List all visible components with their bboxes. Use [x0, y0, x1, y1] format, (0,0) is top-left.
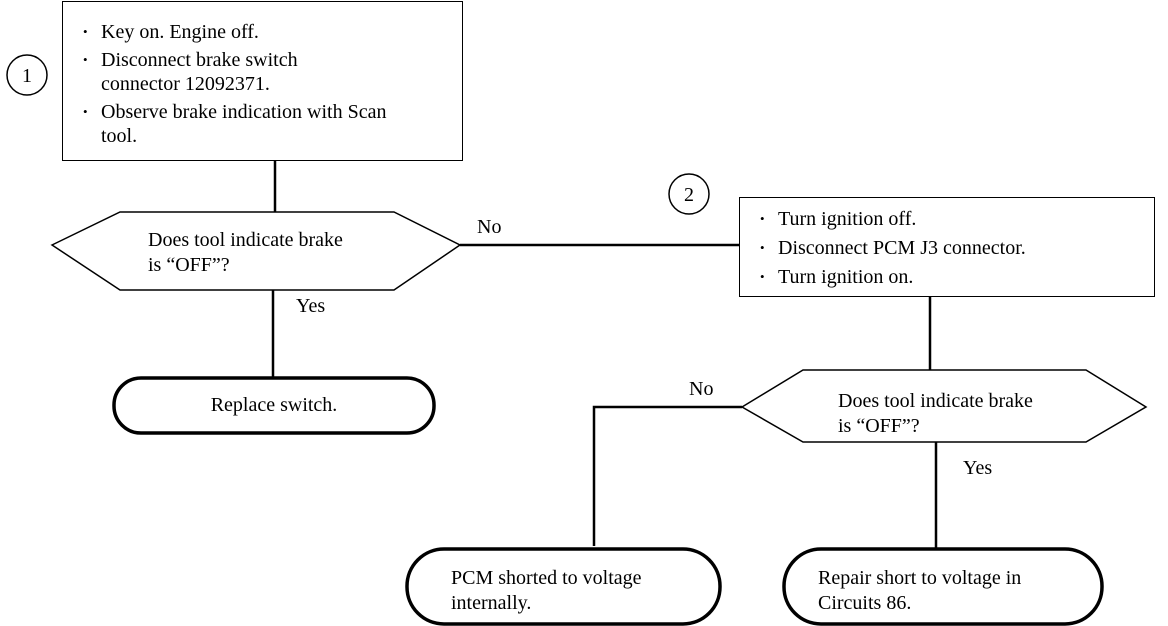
- terminal-replace-switch-shape: [112, 376, 436, 435]
- decision-1-line-2: is “OFF”?: [148, 254, 230, 276]
- decision-2-shape: [740, 369, 1148, 443]
- terminal-replace-switch: Replace switch.: [114, 378, 434, 433]
- step-marker-1: 1: [22, 65, 32, 87]
- decision-2-question: Does tool indicate brake is “OFF”?: [838, 389, 1033, 439]
- terminal-pcm-line-2: internally.: [451, 592, 532, 614]
- step-2-item: Turn ignition on.: [740, 265, 1154, 289]
- decision-1-line-1: Does tool indicate brake: [148, 229, 343, 251]
- terminal-pcm-shorted-shape: [405, 547, 722, 626]
- decision-1-question: Does tool indicate brake is “OFF”?: [148, 228, 343, 278]
- step-1-item: Key on. Engine off.: [63, 20, 462, 44]
- step-1-item: Disconnect brake switch connector 120923…: [63, 48, 361, 96]
- step-marker-2-circle: [668, 173, 710, 215]
- decision-2-line-1: Does tool indicate brake: [838, 390, 1033, 412]
- terminal-pcm-shorted: PCM shorted to voltage internally.: [451, 566, 642, 616]
- decision-1-shape: [50, 211, 462, 291]
- decision-1-yes-label: Yes: [296, 295, 326, 317]
- terminal-repair-short: Repair short to voltage in Circuits 86.: [818, 566, 1021, 616]
- step-marker-2: 2: [684, 184, 694, 206]
- terminal-repair-line-2: Circuits 86.: [818, 592, 912, 614]
- step-2-item: Disconnect PCM J3 connector.: [740, 236, 1154, 260]
- decision-1-no-label: No: [477, 216, 502, 238]
- step-1-list: Key on. Engine off. Disconnect brake swi…: [63, 20, 462, 148]
- decision-2-yes-label: Yes: [963, 457, 993, 479]
- terminal-pcm-line-1: PCM shorted to voltage: [451, 567, 642, 589]
- decision-2-line-2: is “OFF”?: [838, 415, 920, 437]
- terminal-repair-line-1: Repair short to voltage in: [818, 567, 1022, 589]
- terminal-replace-switch-label: Replace switch.: [210, 394, 338, 416]
- connector-decision2-no: [592, 405, 742, 546]
- step-1-item: Observe brake indication with Scan tool.: [63, 100, 401, 148]
- step-2-list: Turn ignition off. Disconnect PCM J3 con…: [740, 207, 1154, 289]
- decision-2-no-label: No: [689, 378, 714, 400]
- step-2-box: Turn ignition off. Disconnect PCM J3 con…: [739, 197, 1155, 297]
- step-2-item: Turn ignition off.: [740, 207, 1154, 231]
- step-1-box: Key on. Engine off. Disconnect brake swi…: [62, 1, 463, 161]
- step-marker-1-circle: [6, 54, 48, 96]
- terminal-repair-short-shape: [782, 547, 1104, 626]
